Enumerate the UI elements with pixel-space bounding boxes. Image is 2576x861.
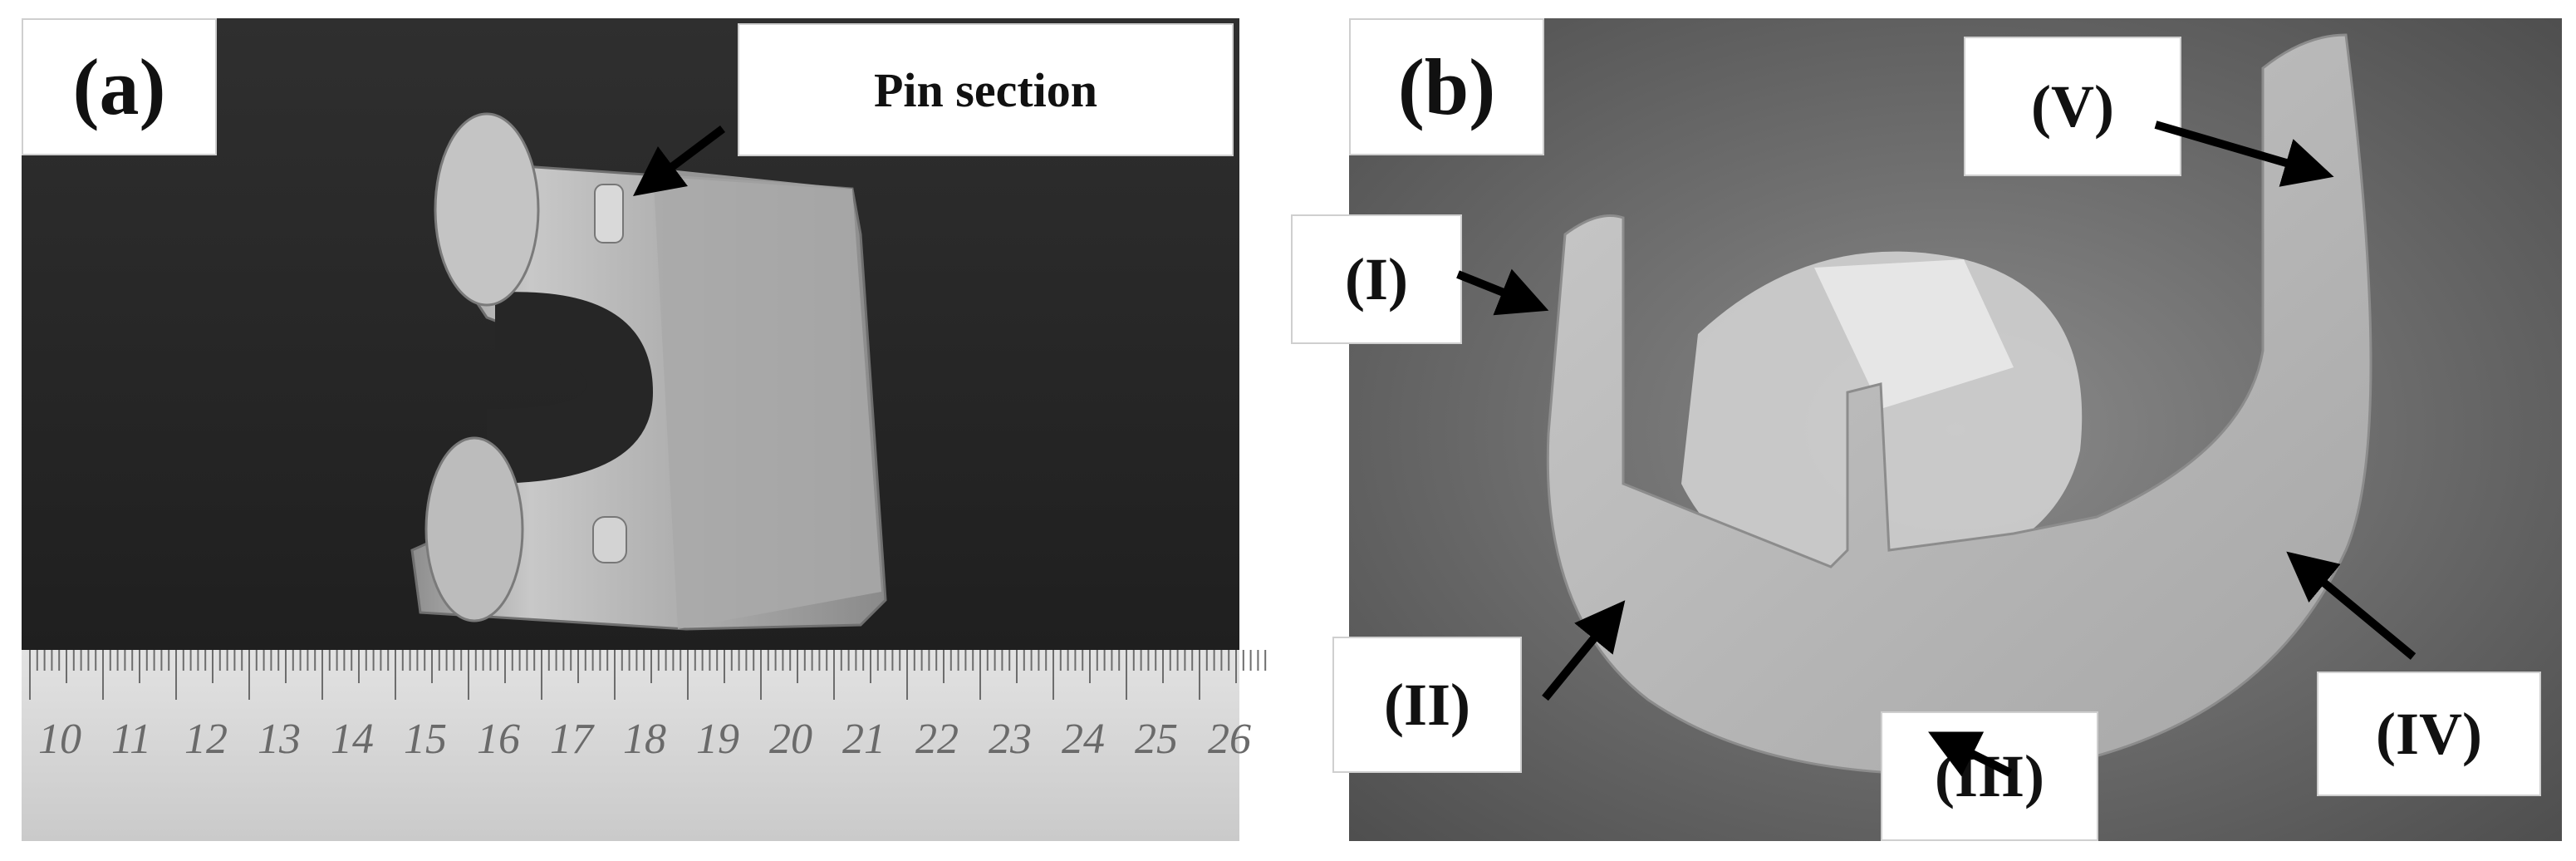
ruler-number: 14 (331, 716, 374, 763)
ruler-number: 18 (623, 716, 666, 763)
ruler-number: 21 (842, 716, 886, 763)
ruler-number: 16 (477, 716, 520, 763)
ruler-number: 23 (989, 716, 1032, 763)
ruler-number: 11 (111, 716, 152, 763)
ruler-scale: 10 11 12 13 14 15 16 17 18 19 20 21 22 23 24 25 26 (22, 715, 1251, 781)
ruler-number: 12 (184, 716, 228, 763)
ruler-number: 19 (696, 716, 739, 763)
ruler-number: 13 (258, 716, 301, 763)
ruler-number: 20 (769, 716, 812, 763)
ruler-number: 22 (915, 716, 959, 763)
ruler-number: 15 (404, 716, 447, 763)
region-label-ii: (II) (1332, 637, 1522, 773)
region-label-iv: (IV) (2317, 672, 2541, 796)
panel-label-a: (a) (22, 18, 217, 155)
ruler-number: 17 (550, 716, 593, 763)
region-label-i: (I) (1291, 214, 1462, 344)
ruler-number: 26 (1208, 716, 1251, 763)
ruler-number: 10 (38, 716, 81, 763)
region-label-iii: (III) (1881, 711, 2098, 841)
panel-label-b: (b) (1349, 18, 1544, 155)
photo-panel-b: (b) (V) (I) (II) (III) (IV) (1291, 18, 2562, 841)
ruler-number: 25 (1135, 716, 1178, 763)
photo-panel-a: 10 11 12 13 14 15 16 17 18 19 20 21 22 23 24 25 26 (a) P… (22, 18, 1267, 841)
callout-pin-section: Pin section (738, 23, 1234, 156)
ruler-number: 24 (1062, 716, 1105, 763)
region-label-v: (V) (1964, 37, 2181, 176)
